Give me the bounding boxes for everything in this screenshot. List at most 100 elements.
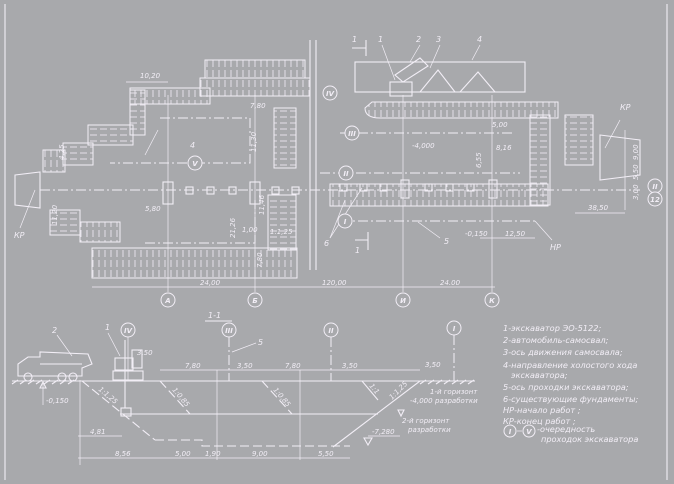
section-cut-bottom — [355, 232, 369, 250]
dim: 3,50 — [425, 361, 441, 369]
kr-left-label: КР — [14, 231, 25, 240]
dim: 3,50 — [237, 362, 253, 370]
horizon-1-label: 1-й горизонт — [430, 388, 478, 396]
loading-zone — [354, 61, 526, 93]
slope-band — [564, 114, 594, 166]
slope-line — [159, 380, 191, 415]
grid-axis-label: И — [400, 297, 406, 305]
slope-band — [329, 183, 549, 207]
legend: 1-экскаватор ЭО-5122; 2-автомобиль-самос… — [503, 323, 638, 444]
dim: 1,90 — [205, 450, 221, 458]
legend-item: -очередность — [537, 424, 595, 434]
section-mark: 1 — [352, 35, 357, 44]
idle-route — [145, 200, 256, 244]
dim: 12,50 — [505, 230, 526, 238]
legend-item: экскаватора; — [511, 370, 568, 380]
dim: 5,00 — [492, 121, 508, 129]
slope-band — [91, 247, 298, 279]
slope-label: 1:1,25 — [97, 385, 120, 406]
legend-item: 1-экскаватор ЭО-5122; — [503, 323, 601, 333]
plan-view: V III II I IV II 12 А Б И К 1 2 3 4 4 5 … — [14, 35, 663, 308]
callout-5: 5 — [444, 237, 449, 246]
trench-bottom — [155, 439, 350, 447]
row-axis-label: 12 — [650, 196, 660, 204]
slope-label: 1:0,85 — [170, 386, 191, 409]
callout-4: 4 — [190, 141, 195, 150]
row-axis-label: II — [652, 183, 658, 191]
section-cut-top — [352, 40, 367, 56]
grid-axis-k — [484, 292, 500, 308]
slope-line — [261, 380, 293, 415]
callout-5: 5 — [258, 338, 263, 347]
dim: 4,25 — [58, 144, 66, 160]
callout-leaders — [381, 44, 481, 81]
dim: 11,20 — [51, 204, 59, 225]
dim: 7,80 — [285, 362, 301, 370]
grid-axis-label: Б — [252, 297, 257, 305]
callout-leader — [231, 342, 257, 353]
slope-band — [364, 101, 559, 119]
callout-2: 2 — [52, 326, 57, 335]
slope-band — [267, 194, 297, 251]
dim: 7,80 — [256, 252, 264, 268]
dim: 5,50 — [318, 450, 334, 458]
dim: 7,80 — [185, 362, 201, 370]
callout-6: 6 — [324, 239, 329, 248]
elevation-mark: -0,150 — [46, 397, 69, 405]
dim: 8,16 — [496, 144, 512, 152]
callout-leader — [56, 334, 73, 357]
pass-label: IV — [124, 327, 133, 335]
pass-i-marker — [337, 213, 353, 229]
row-axis-marker — [647, 191, 663, 207]
pass-range-from-marker — [503, 424, 517, 438]
pass-range-to: V — [526, 428, 532, 436]
ground-hatch — [11, 379, 475, 385]
dim: 3,50 — [342, 362, 358, 370]
pass-label: II — [343, 170, 349, 178]
pass-iii-marker — [221, 322, 237, 338]
callout-1: 1 — [378, 35, 383, 44]
dump-truck — [17, 351, 93, 382]
legend-item: НР-начало работ ; — [503, 405, 581, 415]
slope-label: 1:0,85 — [271, 386, 292, 409]
kr-right-label: КР — [620, 103, 631, 112]
callout-leader — [329, 187, 363, 239]
dim: 6,55 — [475, 152, 483, 168]
dim: 7,80 — [250, 102, 266, 110]
dim: 4,81 — [90, 428, 106, 436]
section-view: 1-1 2 1 — [11, 311, 478, 465]
grid-axis-i — [395, 292, 411, 308]
pass-iv-marker — [322, 85, 338, 101]
slope-band — [79, 221, 121, 243]
slope-band — [273, 107, 297, 169]
pass-ii-marker — [323, 322, 339, 338]
pass-i-marker — [446, 320, 462, 336]
exit-ramp — [14, 171, 41, 209]
pass-iii-marker — [344, 125, 360, 141]
slope-band — [199, 77, 311, 97]
dim: 9,00 — [252, 450, 268, 458]
grid-axis-label: К — [489, 297, 495, 305]
horizon-1-label: разработки — [434, 397, 478, 405]
kr-leader — [19, 189, 36, 229]
dim: 3,00 — [632, 184, 640, 200]
pass-ii-marker — [338, 165, 354, 181]
callout-1: 1 — [105, 323, 110, 332]
hp-leader — [534, 220, 553, 241]
legend-item: 2-автомобиль-самосвал; — [503, 335, 609, 345]
horizon-2-label: разработки — [407, 426, 451, 434]
grid-axis-a — [160, 292, 176, 308]
hp-label: НР — [550, 243, 561, 252]
dim: 1,00 — [242, 226, 258, 234]
legend-item: 3-ось движения самосвала; — [503, 347, 623, 357]
legend-item: 6-существующие фундаменты; — [503, 394, 638, 404]
grid-axis-b — [247, 292, 263, 308]
elevation-triangle — [39, 380, 47, 389]
kr-leader — [604, 119, 621, 149]
slope-label: 1:1,25 — [270, 228, 293, 236]
slope-label: 1:1,25 — [388, 380, 410, 402]
dim: 24,00 — [200, 279, 221, 287]
pass-range-to-marker — [522, 424, 536, 438]
